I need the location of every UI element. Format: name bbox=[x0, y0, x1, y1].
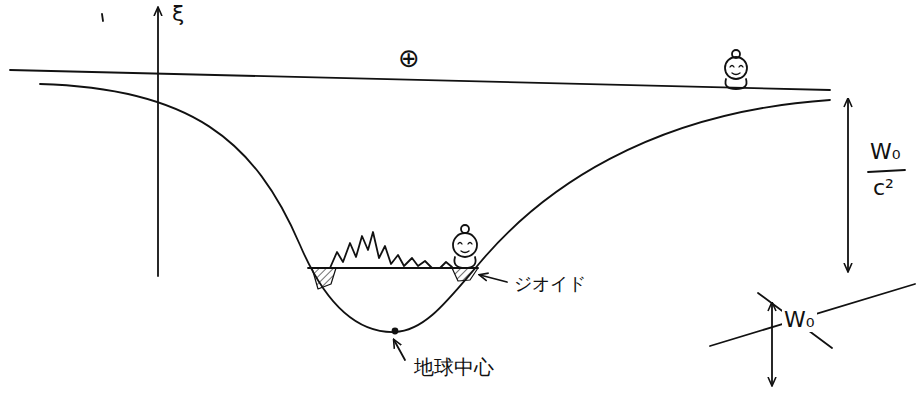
crossed-out-label: W₀ bbox=[782, 308, 817, 332]
geoid-label: ジオイド bbox=[512, 274, 588, 294]
axis-symbol: ξ bbox=[170, 2, 186, 26]
plus-symbol: ⊕ bbox=[396, 44, 422, 73]
earth-center-label: 地球中心 bbox=[412, 356, 496, 378]
fraction-denominator: c² bbox=[871, 176, 896, 200]
fraction-numerator: W₀ bbox=[868, 140, 903, 164]
